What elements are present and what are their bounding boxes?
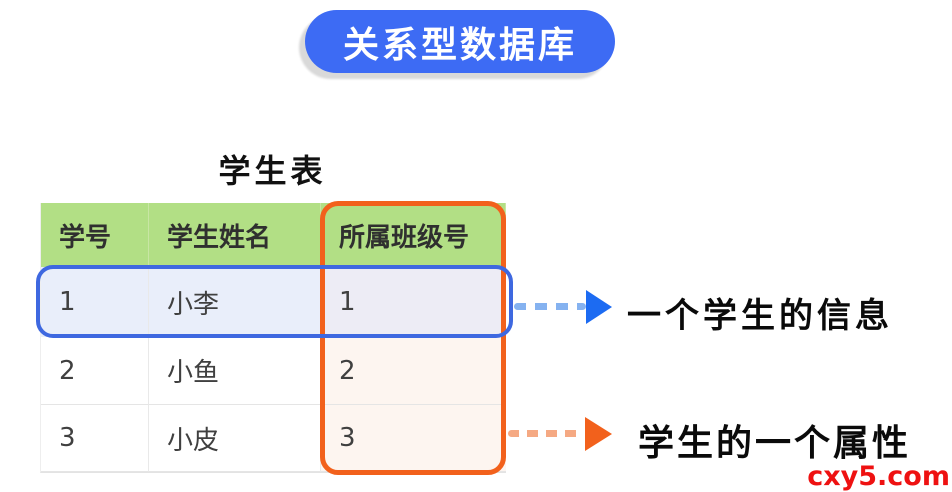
table-header-id: 学号 — [41, 203, 149, 267]
row-annotation-label: 一个学生的信息 — [627, 296, 893, 336]
table-cell: 1 — [321, 267, 506, 337]
column-arrow-right-icon — [585, 417, 612, 451]
table-title: 学生表 — [218, 152, 327, 190]
table-cell: 2 — [41, 337, 149, 405]
watermark-text: cxy5.com — [807, 461, 950, 492]
table-cell: 2 — [321, 337, 506, 405]
table-header-class: 所属班级号 — [321, 203, 506, 267]
table-cell: 1 — [41, 267, 149, 337]
table-header-name: 学生姓名 — [149, 203, 321, 267]
column-highlight-outline — [320, 201, 506, 475]
title-badge: 关系型数据库 — [305, 10, 615, 73]
row-arrow-dash-line — [514, 303, 586, 310]
column-arrow-dash-line — [508, 430, 583, 437]
table-cell: 小李 — [149, 267, 321, 337]
title-badge-label: 关系型数据库 — [342, 24, 577, 66]
row-arrow-right-icon — [586, 290, 612, 324]
table-cell: 小皮 — [149, 405, 321, 472]
table-cell: 3 — [41, 405, 149, 472]
row-highlight-outline — [36, 265, 513, 338]
student-table: 学号 学生姓名 所属班级号 1 小李 1 2 小鱼 2 3 小皮 3 — [40, 203, 506, 473]
column-annotation-label: 学生的一个属性 — [638, 423, 912, 464]
table-cell: 小鱼 — [149, 337, 321, 405]
table-cell: 3 — [321, 405, 506, 472]
